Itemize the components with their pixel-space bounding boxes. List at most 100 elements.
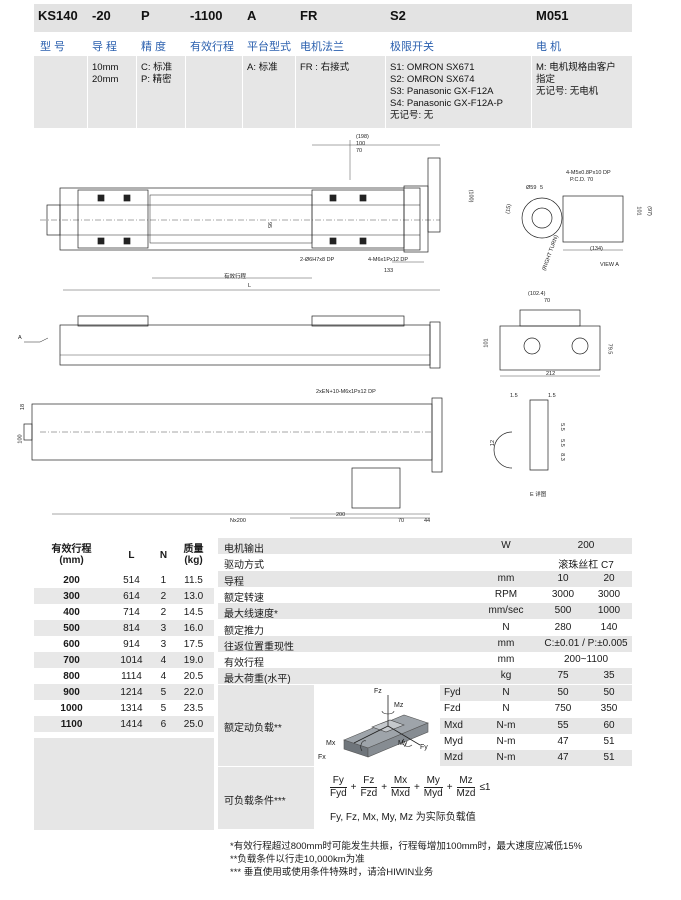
stroke-cell: 914	[109, 636, 154, 652]
load-value-2: 51	[603, 735, 615, 747]
note-2: **负载条件以行走10,000km为准	[230, 854, 365, 865]
spec-name: 导程	[224, 576, 244, 588]
option-switch-s2: S2: OMRON SX674	[390, 74, 475, 85]
stroke-cell: 5	[153, 700, 174, 716]
option-motor-m: M: 电机规格由客户	[536, 62, 616, 73]
stroke-cell: 2	[153, 604, 174, 620]
option-switch-none: 无记号: 无	[390, 110, 434, 121]
stroke-cell: 1	[153, 572, 174, 588]
formula-numerator: Mx	[393, 775, 408, 786]
options-accuracy: C: 标准 P: 精密	[141, 62, 172, 86]
stroke-cell: 13.0	[173, 588, 214, 604]
label-lead: 导 程	[92, 41, 118, 53]
spec-unit: mm	[497, 637, 515, 649]
code-motor: M051	[536, 8, 569, 23]
stroke-cell: 5	[153, 684, 174, 700]
header-stroke: 有效行程 (mm)	[51, 544, 92, 566]
spec-value-1: 280	[554, 621, 572, 633]
condition-cell	[315, 767, 632, 829]
load-key: Mzd	[444, 752, 463, 764]
formula-numerator: My	[426, 775, 440, 786]
spec-row-bg	[218, 538, 632, 554]
technical-drawing	[23, 140, 624, 519]
stroke-cell: 20.5	[173, 668, 214, 684]
load-unit: N	[502, 687, 510, 698]
stroke-cell: 900	[34, 684, 110, 700]
option-switch-s3: S3: Panasonic GX-F12A	[390, 86, 494, 97]
spec-unit: kg	[500, 670, 512, 682]
stroke-cell: 400	[34, 604, 110, 620]
formula-numerator: Mz	[459, 775, 473, 786]
stroke-cell: 514	[109, 572, 154, 588]
spec-unit: mm	[497, 572, 515, 584]
option-cell-motor	[532, 56, 632, 128]
load-row-bg	[440, 701, 632, 718]
load-unit: N-m	[496, 719, 516, 731]
formula-plus: +	[413, 782, 420, 793]
stroke-table-filler	[34, 738, 214, 830]
stroke-cell: 6	[153, 716, 174, 732]
stroke-cell: 1414	[109, 716, 154, 732]
code-platform: A	[247, 8, 257, 23]
stroke-cell: 4	[153, 668, 174, 684]
option-motor-none: 无记号: 无电机	[536, 86, 599, 97]
formula-denominator: Mzd	[456, 787, 476, 799]
label-flange: 电机法兰	[300, 41, 344, 53]
axis-fx: Fx	[318, 754, 326, 761]
stroke-cell: 1014	[109, 652, 154, 668]
label-model: 型 号	[40, 41, 66, 53]
load-value-2: 50	[603, 687, 615, 698]
option-cell-switch	[386, 56, 531, 128]
spec-value-2: 140	[600, 621, 618, 633]
code-stroke: -1100	[190, 8, 223, 23]
stroke-cell: 3	[153, 636, 174, 652]
stroke-cell: 2	[153, 588, 174, 604]
stroke-cell: 14.5	[173, 604, 214, 620]
spec-unit: W	[501, 540, 511, 551]
axis-fz: Fz	[374, 688, 382, 695]
spec-name: 最大荷重(水平)	[224, 674, 291, 686]
stroke-cell: 800	[34, 668, 110, 684]
bottom-view	[23, 397, 443, 519]
stroke-cell: 19.0	[173, 652, 214, 668]
code-accuracy: P	[141, 8, 150, 23]
spec-name: 额定推力	[224, 625, 264, 637]
stroke-cell: 200	[34, 572, 110, 588]
code-flange: FR	[300, 8, 318, 23]
load-unit: N	[502, 703, 510, 715]
option-accuracy-c: C: 标准	[141, 62, 173, 73]
condition-title: 可负载条件***	[224, 796, 286, 807]
load-value-1: 55	[557, 719, 569, 731]
load-title-cell	[218, 685, 314, 766]
stroke-cell: 600	[34, 636, 110, 652]
spec-unit: N	[502, 621, 510, 633]
stroke-cell: 4	[153, 652, 174, 668]
e-detail-view	[493, 399, 549, 471]
axis-mx: Mx	[326, 740, 336, 747]
axis-fy: Fy	[420, 744, 428, 751]
option-motor-m2: 指定	[536, 74, 556, 85]
header-N: N	[159, 549, 168, 561]
spec-row-bg	[218, 635, 632, 652]
spec-value-1: 3000	[551, 588, 575, 600]
label-stroke: 有效行程	[190, 41, 234, 53]
options-lead: 10mm 20mm	[92, 62, 118, 86]
spec-unit: RPM	[494, 588, 518, 600]
option-switch-s1: S1: OMRON SX671	[390, 62, 475, 73]
axis-my: My	[398, 740, 408, 747]
spec-value-2: 1000	[597, 605, 621, 617]
formula-denominator: Myd	[423, 787, 443, 799]
spec-row-bg	[218, 603, 632, 620]
stroke-cell: 25.0	[173, 716, 214, 732]
option-cell-accuracy	[137, 56, 185, 128]
axis-mz: Mz	[394, 702, 404, 709]
spec-value-2: 35	[603, 670, 615, 682]
formula-denominator: Mxd	[391, 787, 410, 799]
